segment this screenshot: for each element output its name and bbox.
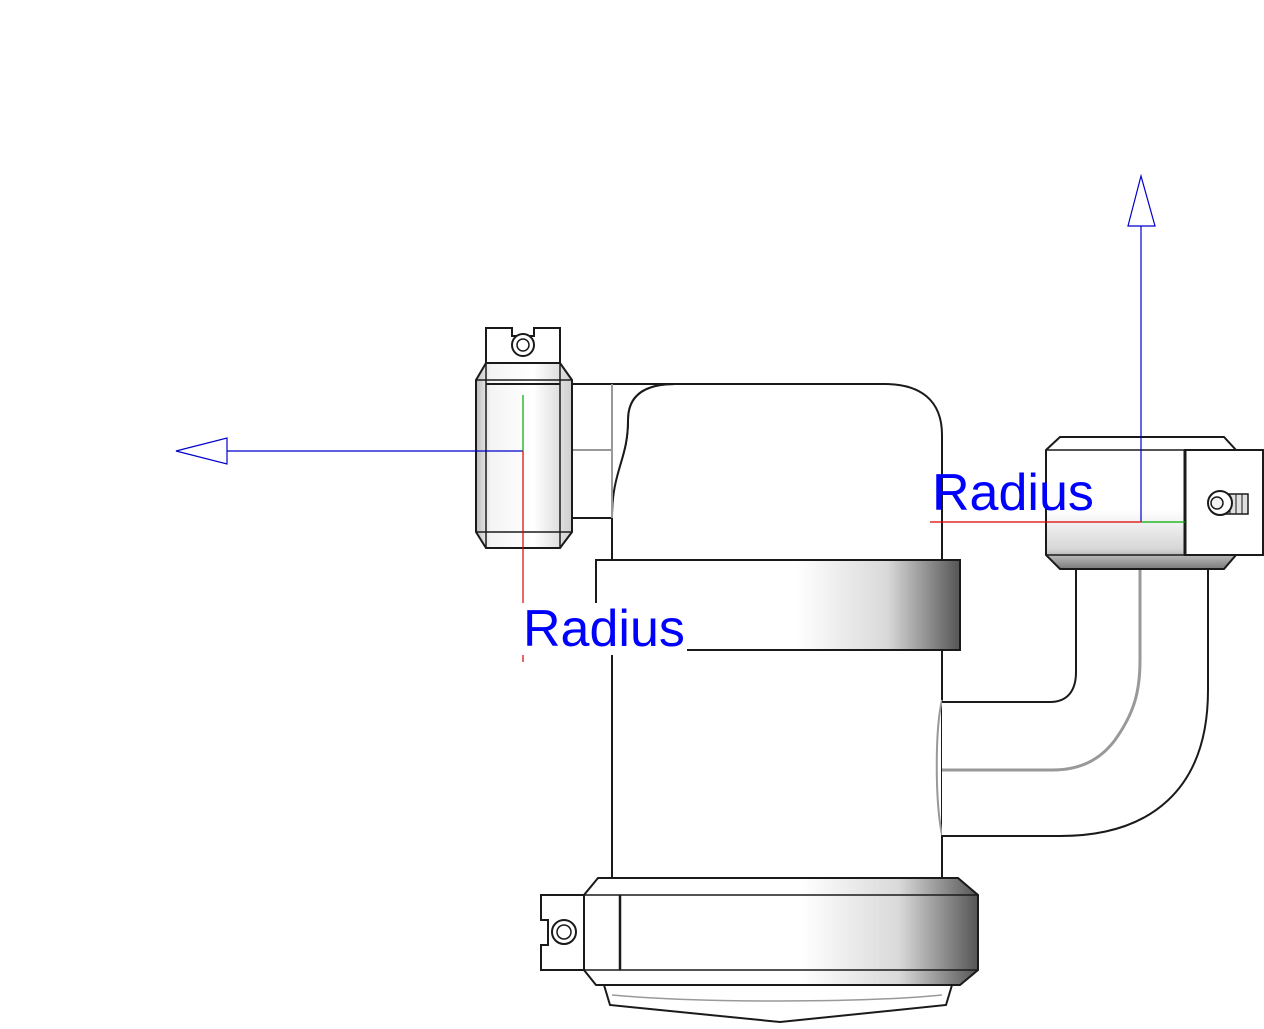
bottom-clamp bbox=[540, 877, 979, 1024]
bolt-icon bbox=[1207, 490, 1249, 516]
radius-dimension-label-left[interactable]: Radius bbox=[521, 600, 687, 658]
left-clamp bbox=[475, 327, 573, 549]
axis-arrow-left bbox=[175, 437, 523, 465]
left-stub-tube bbox=[569, 383, 676, 519]
bent-pipe bbox=[942, 567, 1209, 837]
axis-arrow-up bbox=[1127, 173, 1156, 522]
radius-dimension-label-right[interactable]: Radius bbox=[932, 464, 1094, 522]
